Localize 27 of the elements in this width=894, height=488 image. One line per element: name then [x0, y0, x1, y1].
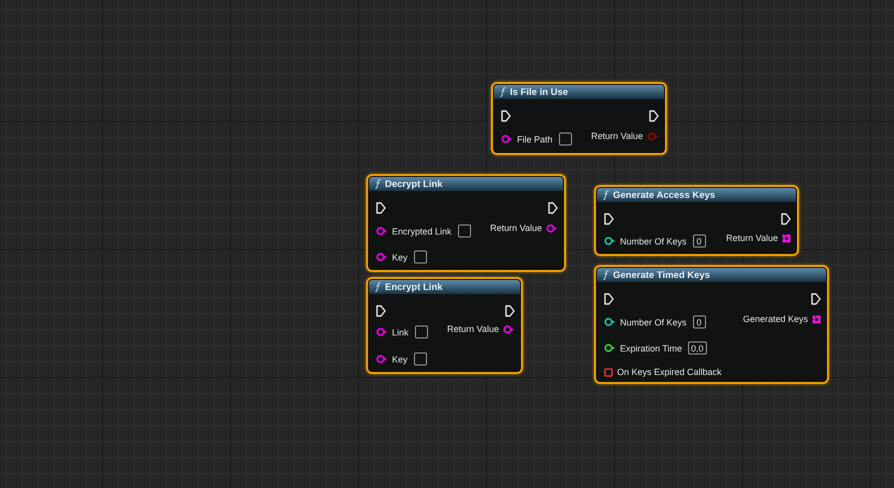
function-node	[366, 277, 523, 374]
pin-label: Generated Keys	[742, 314, 808, 324]
input-field: 0	[692, 316, 706, 328]
pin-label: Number Of Keys	[620, 317, 687, 327]
function-node	[594, 265, 829, 384]
pin-label: File Path	[517, 134, 553, 144]
function-node	[366, 174, 566, 272]
node-title: Decrypt Link	[385, 178, 443, 190]
input-field: 0	[692, 234, 706, 248]
pin-label: Link	[392, 327, 409, 337]
node-title: Generate Timed Keys	[613, 270, 710, 280]
pin-label: Return Value	[726, 233, 778, 243]
node-title: Generate Access Keys	[613, 190, 716, 200]
pin-label: Key	[392, 252, 408, 262]
node-title: Is File in Use	[510, 86, 568, 98]
pin-label: Number Of Keys	[620, 236, 687, 246]
node-title: Encrypt Link	[385, 282, 443, 292]
pin-label: On Keys Expired Callback	[617, 367, 722, 377]
pin-label: Return Value	[591, 131, 643, 141]
function-node	[594, 185, 799, 256]
pin-label: Key	[392, 354, 408, 364]
pin-label: Encrypted Link	[392, 226, 452, 236]
input-field: 0,0	[688, 342, 707, 354]
pin-label: Expiration Time	[620, 343, 682, 353]
pin-label: Return Value	[490, 223, 542, 233]
function-node	[491, 82, 667, 155]
pin-label: Return Value	[447, 324, 499, 334]
